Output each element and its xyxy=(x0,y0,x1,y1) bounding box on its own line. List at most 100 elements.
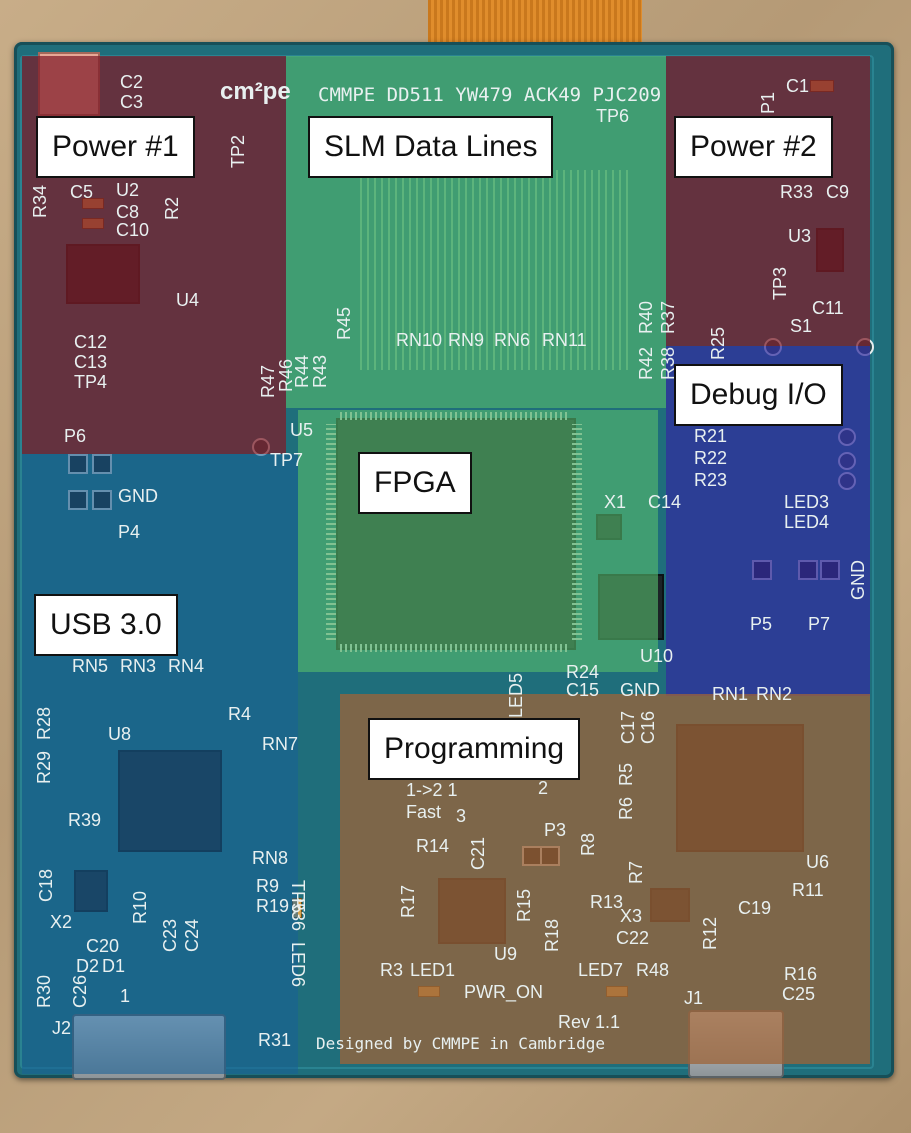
silk-r5: R5 xyxy=(616,762,636,786)
silk-r31: R31 xyxy=(258,1030,292,1050)
silk-c1: C1 xyxy=(786,76,810,96)
silk-tp2: TP2 xyxy=(228,134,248,168)
silk-u3: U3 xyxy=(788,226,812,246)
silk-r36: R36 xyxy=(288,898,308,932)
silk-x3: X3 xyxy=(620,906,643,926)
label-programming: Programming xyxy=(368,718,581,780)
silk-led6: LED6 xyxy=(288,942,308,988)
silk-p7: P7 xyxy=(808,614,831,634)
label-power-1: Power #1 xyxy=(36,116,195,178)
silk-r17: R17 xyxy=(398,884,418,918)
silk-c3: C3 xyxy=(120,92,144,112)
silk-c20: C20 xyxy=(86,936,120,956)
silk-r37: R37 xyxy=(658,300,678,334)
label-power-2: Power #2 xyxy=(674,116,833,178)
silk-p3: P3 xyxy=(544,820,567,840)
logo-text: cm²pe xyxy=(220,78,291,105)
silk-rn6: RN6 xyxy=(494,330,531,350)
silk-c23: C23 xyxy=(160,918,180,952)
silk-c25: C25 xyxy=(782,984,816,1004)
silk-x1: X1 xyxy=(604,492,627,512)
silk-c10: C10 xyxy=(116,220,150,240)
label-slm-data-lines: SLM Data Lines xyxy=(308,116,554,178)
silk-rn10: RN10 xyxy=(396,330,443,350)
silk-led7: LED7 xyxy=(578,960,624,980)
silk-u9: U9 xyxy=(494,944,518,964)
silk-r48: R48 xyxy=(636,960,670,980)
label-usb-3: USB 3.0 xyxy=(34,594,178,656)
silk-c26: C26 xyxy=(70,974,90,1008)
silk-r39: R39 xyxy=(68,810,102,830)
silk-r24: R24 xyxy=(566,662,600,682)
silk-c11: C11 xyxy=(812,298,844,318)
silk-r43: R43 xyxy=(310,354,330,388)
silk-c21: C21 xyxy=(468,836,488,870)
silk-u4: U4 xyxy=(176,290,200,310)
silk-rn7: RN7 xyxy=(262,734,299,754)
silk-r7: R7 xyxy=(626,860,646,884)
silk-p6: P6 xyxy=(64,426,87,446)
region-fpga xyxy=(298,410,658,672)
silk-tp4: TP4 xyxy=(74,372,108,392)
silk-r9: R9 xyxy=(256,876,280,896)
silk-c17: C17 xyxy=(618,710,638,744)
silk-tp7: TP7 xyxy=(270,450,304,470)
silk-c5: C5 xyxy=(70,182,94,202)
silk-r12: R12 xyxy=(700,916,720,950)
silk-r28: R28 xyxy=(34,706,54,740)
silk-r42: R42 xyxy=(636,346,656,380)
board-id-text: CMMPE DD511 YW479 ACK49 PJC209 xyxy=(318,84,662,106)
silk-d1: D1 xyxy=(102,956,126,976)
silk-r13: R13 xyxy=(590,892,624,912)
silk-led4: LED4 xyxy=(784,512,830,532)
silk-c8: C8 xyxy=(116,202,140,222)
silk-c2: C2 xyxy=(120,72,144,92)
revision-text: Rev 1.1 xyxy=(558,1012,621,1032)
silk-r29: R29 xyxy=(34,750,54,784)
silk-pin-3: 3 xyxy=(456,806,467,826)
silk-pin-2: 2 xyxy=(538,778,549,798)
region-usb-3 xyxy=(22,454,298,1074)
label-debug-io: Debug I/O xyxy=(674,364,843,426)
silk-rn8: RN8 xyxy=(252,848,289,868)
silk-r25: R25 xyxy=(708,326,728,360)
silk-j1: J1 xyxy=(684,988,704,1008)
silk-rn11: RN11 xyxy=(542,330,587,350)
ratio-label: 1->2 1 xyxy=(406,780,458,800)
silk-r10: R10 xyxy=(130,890,150,924)
silk-rn3: RN3 xyxy=(120,656,157,676)
silk-r15: R15 xyxy=(514,888,534,922)
silk-rn4: RN4 xyxy=(168,656,205,676)
silk-r45: R45 xyxy=(334,306,354,340)
silk-u6: U6 xyxy=(806,852,830,872)
silk-r3: R3 xyxy=(380,960,404,980)
silk-s1: S1 xyxy=(790,316,813,336)
silk-c24: C24 xyxy=(182,918,202,952)
silk-tp6: TP6 xyxy=(596,106,630,126)
silk-led5: LED5 xyxy=(506,672,526,718)
silk-rn9: RN9 xyxy=(448,330,485,350)
silk-u2: U2 xyxy=(116,180,140,200)
silk-r16: R16 xyxy=(784,964,818,984)
silk-r11: R11 xyxy=(792,880,824,900)
silk-rn5: RN5 xyxy=(72,656,109,676)
silk-c12: C12 xyxy=(74,332,108,352)
silk-p1: P1 xyxy=(758,91,778,114)
silk-r18: R18 xyxy=(542,918,562,952)
silk-r19: R19 xyxy=(256,896,290,916)
silk-rn2: RN2 xyxy=(756,684,793,704)
gnd-label: GND xyxy=(118,486,158,506)
label-fpga: FPGA xyxy=(358,452,472,514)
silk-p5: P5 xyxy=(750,614,773,634)
silk-c18: C18 xyxy=(36,868,56,902)
silk-j2: J2 xyxy=(52,1018,72,1038)
silk-r46: R46 xyxy=(276,358,296,392)
silk-c15: C15 xyxy=(566,680,600,700)
gnd-label: GND xyxy=(620,680,660,700)
silk-u8: U8 xyxy=(108,724,132,744)
silk-r30: R30 xyxy=(34,974,54,1008)
silk-r21: R21 xyxy=(694,426,728,446)
silk-pin-1: 1 xyxy=(120,986,131,1006)
silk-c16: C16 xyxy=(638,710,658,744)
silk-led1: LED1 xyxy=(410,960,456,980)
